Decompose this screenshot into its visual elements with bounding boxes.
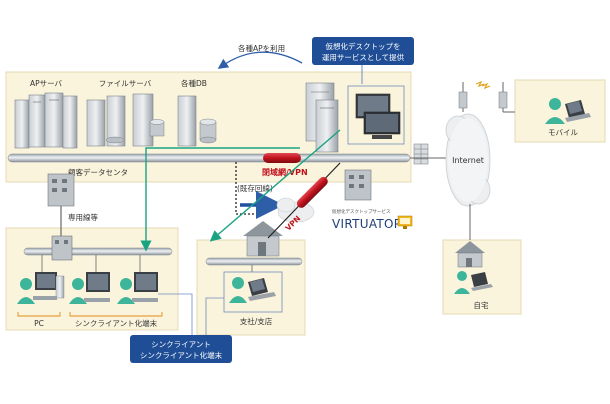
internet-label: Internet [452,156,484,165]
branch-label: 支社/支店 [240,316,273,326]
bottom-callout-line2: シンクライアント化端末 [140,350,223,360]
existing-line-label: (既存回線) [237,183,273,193]
bottom-callout-line1: シンクライアント [151,340,211,349]
mobile-label: モバイル [548,128,578,137]
thin-client-2 [117,272,158,304]
datacenter-backbone [7,153,411,163]
bottom-callout [130,335,232,363]
pc-label: PC [34,319,44,328]
office-backbone [23,247,173,256]
use-ap-label: 各種APを利用 [238,43,285,53]
top-callout [312,37,414,65]
closed-vpn-pipe [263,153,301,163]
branch-house [243,221,283,257]
brand-small-text: 仮想化デスクトップサービス [332,208,391,215]
branch-backbone [205,257,303,266]
dedicated-line-label: 専用線等 [68,212,98,222]
thin-client-bracket [69,312,163,317]
wireless-tower-left [458,82,468,112]
db-label: 各種DB [181,78,207,88]
branch-user-box [223,271,283,313]
db-server [177,95,217,147]
home-house [455,241,485,268]
datacenter-building [344,169,372,201]
virtual-desktop-box [347,85,405,145]
use-ap-arrow [217,51,303,69]
existing-line-dotted [235,162,262,215]
brand-logo: VIRTUATOP [332,217,401,231]
bottom-callout-pointer-left [158,293,193,336]
file-server-label: ファイルサーバ [99,79,152,88]
file-server [86,93,165,147]
office-building [51,235,73,261]
bottom-callout-pointer-right [205,297,224,336]
mobile-panel [514,79,606,143]
vpn-cloud [276,197,315,223]
teal-link-branch [209,129,341,242]
customer-hq-building [47,173,75,207]
internet-cloud [445,113,491,207]
closed-vpn-label: 閉域網/VPN [262,167,308,177]
thin-client-label: シンクライアント化端末 [75,318,158,328]
mobile-user [545,98,591,124]
teal-link-thin-client [140,147,300,252]
datacenter-label: 顧客データセンタ [68,167,128,177]
ap-server-rack [14,92,78,149]
branch-user [229,277,276,303]
ap-server-label: APサーバ [30,79,63,88]
virtual-desktop-monitors [355,93,401,139]
thin-client-1 [69,272,110,304]
brand-monitor-icon [397,215,413,229]
top-callout-line2: 運用サービスとして提供 [322,52,405,62]
pc-workstation [17,272,65,304]
wireless-signal-icon [475,80,491,90]
virtual-desktop-servers [305,82,339,153]
home-label: 自宅 [474,300,489,310]
firewall-icon [413,143,429,165]
wireless-tower-right [498,82,508,112]
home-user [454,271,493,294]
vpn-tunnel [296,176,328,208]
top-callout-line1: 仮想化デスクトップを [326,41,401,51]
pc-bracket [17,312,61,317]
